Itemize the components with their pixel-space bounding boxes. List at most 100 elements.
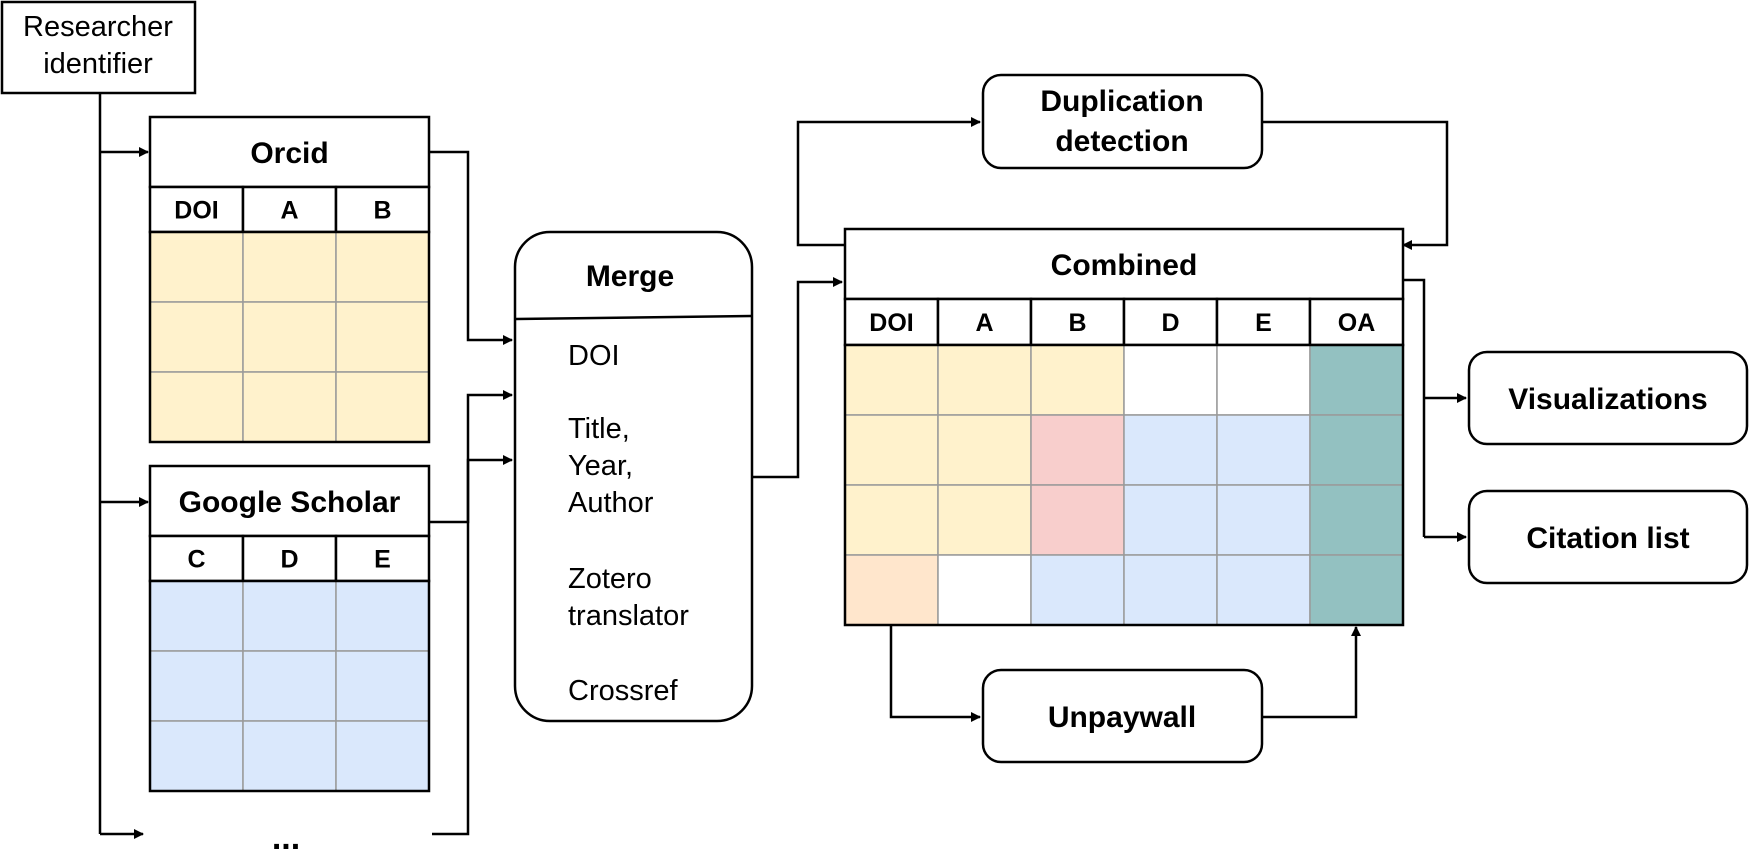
duplication-detection-box (981, 73, 1264, 170)
table-cell (242, 301, 337, 373)
table-header-cell (241, 185, 338, 234)
table-title: Google Scholar (179, 486, 401, 519)
merge-item-line: DOI (568, 340, 620, 372)
visualizations-node: Visualizations (1467, 350, 1749, 446)
table-cell (844, 554, 939, 626)
table-cell (844, 414, 939, 486)
table-body-border (843, 343, 1405, 627)
unpaywall-label: Unpaywall (1048, 701, 1196, 734)
table-body-border (148, 230, 431, 444)
table-cell (335, 650, 430, 722)
researcher-identifier-node: Researcher identifier (0, 0, 197, 95)
table-cell (1309, 414, 1404, 486)
table-cell (149, 371, 244, 443)
table-cell (149, 580, 244, 652)
merge-divider (515, 314, 752, 321)
table-cell (937, 484, 1032, 556)
table-cell (1123, 484, 1218, 556)
unpaywall-box (981, 668, 1264, 764)
text-line: Duplication (1040, 85, 1203, 118)
ellipsis-label: ... (272, 819, 300, 849)
table-cell (335, 301, 430, 373)
table-cell (1030, 484, 1125, 556)
table-header-label: D (1161, 309, 1179, 337)
visualizations-box (1467, 350, 1749, 446)
text-line: Researcher (23, 11, 173, 43)
table-cell (1309, 344, 1404, 416)
merge-item-line: Year, (568, 450, 633, 482)
arrow-ellipsis-to-merge (432, 455, 513, 836)
table-header-cell (148, 185, 245, 234)
table-cell (844, 344, 939, 416)
duplication-detection-label: Duplication detection (1040, 85, 1203, 158)
duplication-detection-node: Duplication detection (981, 73, 1264, 170)
researcher-identifier-box (0, 0, 197, 95)
table-title-box (148, 464, 431, 538)
table-cell (242, 231, 337, 303)
table-cell (335, 371, 430, 443)
table-header-label: DOI (174, 197, 218, 225)
table-header-label: DOI (869, 309, 913, 337)
table-cell (1216, 344, 1311, 416)
table-cell (149, 720, 244, 792)
table-header-cell (1308, 297, 1405, 347)
table-title-box (843, 227, 1405, 301)
table-header-label: B (373, 197, 391, 225)
table-cell (1030, 344, 1125, 416)
table-cell (937, 554, 1032, 626)
arrow-combined-to-unpaywall (889, 625, 981, 722)
citation-list-label: Citation list (1526, 522, 1689, 555)
table-cell (1216, 414, 1311, 486)
merge-item-line: translator (568, 600, 689, 632)
table-cell (149, 231, 244, 303)
table-cell (242, 580, 337, 652)
table-header-cell (936, 297, 1033, 347)
table-header-cell (148, 534, 245, 583)
table-cell (1123, 554, 1218, 626)
table-header-label: OA (1338, 309, 1376, 337)
merge-item-line: Title, (568, 413, 630, 445)
text-line: detection (1055, 125, 1188, 158)
table-header-label: C (187, 546, 205, 574)
arrow-duplication-to-combined (1262, 120, 1449, 250)
merge-box (513, 230, 754, 723)
connectors (98, 93, 1467, 839)
table-cell (335, 580, 430, 652)
unpaywall-node: Unpaywall (981, 668, 1264, 764)
table-cell (149, 301, 244, 373)
table-cell (335, 231, 430, 303)
table-title: Combined (1051, 249, 1198, 282)
table-cell (937, 414, 1032, 486)
table-title: Orcid (250, 137, 328, 170)
arrow-merge-to-combined (752, 277, 843, 479)
table-header-label: A (280, 197, 298, 225)
researcher-identifier-label: Researcher identifier (23, 11, 173, 80)
table-cell (1309, 484, 1404, 556)
table-header-label: E (374, 546, 391, 574)
arrow-combined-to-duplication (796, 117, 981, 247)
table-header-label: A (975, 309, 993, 337)
table-cell (242, 720, 337, 792)
text-line: identifier (43, 48, 153, 80)
table-header-label: D (280, 546, 298, 574)
visualizations-label: Visualizations (1508, 383, 1708, 416)
table-cell (1216, 554, 1311, 626)
table-cell (1030, 554, 1125, 626)
connector-combined-outputs (1400, 278, 1426, 537)
table-cell (149, 650, 244, 722)
table-cell (1216, 484, 1311, 556)
table-cell (242, 371, 337, 443)
arrow-scholar-to-merge (428, 390, 513, 524)
arrow-orcid-to-merge (428, 150, 513, 345)
table-cell (1309, 554, 1404, 626)
table-cell (335, 720, 430, 792)
table-body-border (148, 579, 431, 793)
table-cell (937, 344, 1032, 416)
table-cell (1123, 344, 1218, 416)
